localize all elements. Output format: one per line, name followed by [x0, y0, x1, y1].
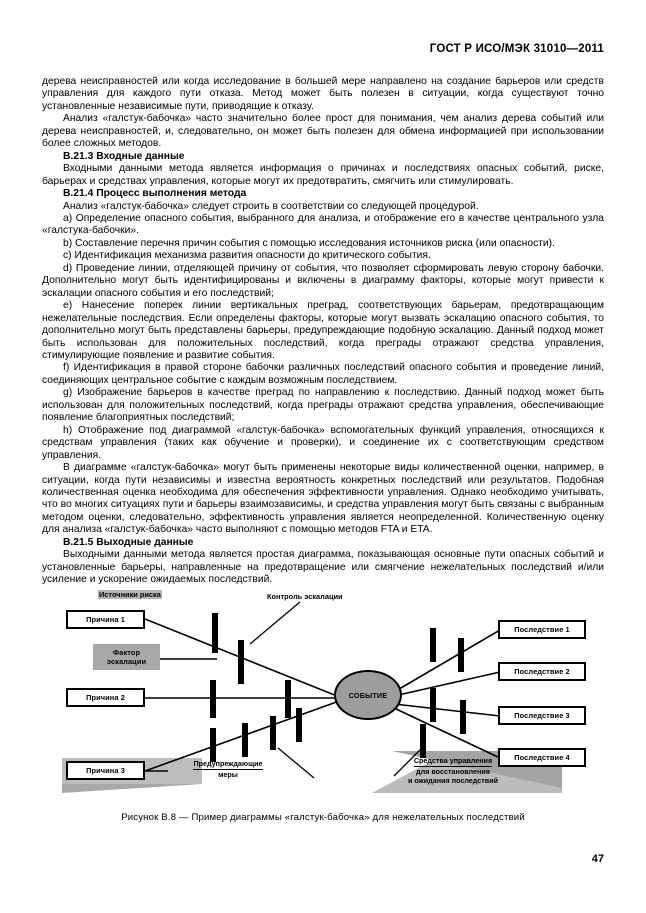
paragraph-procedure-intro: Анализ «галстук-бабочка» следует строить… [63, 200, 479, 212]
paragraph-step-e: e) Нанесение поперек линии вертикальных … [42, 300, 604, 361]
heading-b-21-3: В.21.3 Входные данные [63, 150, 185, 162]
cause-box-3: Причина 3 [66, 761, 145, 780]
figure-caption: Рисунок В.8 — Пример диаграммы «галстук-… [121, 812, 525, 823]
central-event-node: СОБЫТИЕ [334, 670, 402, 720]
paragraph-step-b: b) Составление перечня причин события с … [63, 237, 555, 249]
recovery-controls-label: Средства управления для восстановления и… [373, 756, 533, 786]
consequence-box-2-label: Последствие 2 [514, 667, 570, 676]
barrier-bar-left-4 [285, 680, 291, 718]
source-of-risk-label: Источники риска [98, 590, 162, 599]
preventive-measures-label: Предупреждающие меры [173, 759, 283, 779]
paragraph-continuation: дерева неисправностей или когда исследов… [42, 76, 604, 112]
cause-box-3-label: Причина 3 [86, 766, 125, 775]
consequence-box-3: Последствие 3 [498, 706, 586, 725]
cause-box-2: Причина 2 [66, 688, 145, 707]
barrier-bar-right-3 [430, 688, 436, 722]
page-header: ГОСТ Р ИСО/МЭК 31010—2011 [429, 43, 604, 55]
paragraph-step-f: f) Идентификация в правой стороне бабочк… [42, 362, 604, 386]
heading-b-21-5: В.21.5 Выходные данные [63, 536, 194, 548]
preventive-measures-label-line2: меры [218, 769, 238, 779]
line-event-to-consequence3 [393, 703, 501, 717]
figure-bowtie-diagram: Источники риска Контроль эскалации Причи… [42, 588, 604, 818]
page-number: 47 [591, 853, 604, 865]
escalation-control-label: Контроль эскалации [267, 592, 343, 601]
escalation-factor-label-line2: эскалации [106, 657, 147, 666]
preventive-measures-label-line1: Предупреждающие [193, 759, 263, 770]
barrier-bar-right-5 [420, 724, 426, 758]
consequence-box-4-label: Последствие 4 [514, 753, 570, 762]
line-event-to-consequence1 [393, 629, 501, 693]
line-event-to-consequence4 [393, 707, 501, 759]
barrier-bar-left-1 [212, 613, 218, 653]
shade-left-tail [62, 784, 202, 793]
paragraph-quantitative: В диаграмме «галстук-бабочка» могут быть… [42, 462, 604, 536]
consequence-box-2: Последствие 2 [498, 662, 586, 681]
consequence-box-1: Последствие 1 [498, 620, 586, 639]
leader-recovery-controls [393, 747, 423, 777]
recovery-controls-label-line1: Средства управления [413, 756, 493, 767]
cause-box-1: Причина 1 [66, 610, 145, 629]
barrier-bar-left-5 [210, 728, 216, 762]
leader-preventive-measures [277, 747, 315, 779]
barrier-bar-right-1 [430, 628, 436, 662]
escalation-factor-label-line1: Фактор [112, 648, 141, 657]
barrier-bar-right-2 [458, 638, 464, 672]
escalation-factor-box: Фактор эскалации [93, 644, 160, 670]
line-event-to-consequence2 [393, 671, 501, 697]
paragraph-output-data: Выходными данными метода является проста… [42, 549, 604, 586]
barrier-bar-left-2 [238, 640, 244, 684]
cause-box-2-label: Причина 2 [86, 693, 125, 702]
barrier-bar-left-8 [296, 708, 302, 742]
recovery-controls-label-line2: для восстановления [416, 766, 490, 776]
leader-escalation-control [249, 601, 301, 645]
consequence-box-1-label: Последствие 1 [514, 625, 570, 634]
paragraph-input-data: Входными данными метода является информа… [42, 163, 604, 187]
recovery-controls-label-line3: и ожидания последствий [407, 776, 499, 785]
body-text: дерева неисправностей или когда исследов… [42, 76, 604, 587]
paragraph-bowtie-simpler: Анализ «галстук-бабочка» часто значитель… [42, 113, 604, 150]
paragraph-step-g: g) Изображение барьеров в качестве прегр… [42, 387, 604, 424]
barrier-bar-left-6 [242, 723, 248, 757]
barrier-bar-left-3 [210, 680, 216, 718]
heading-b-21-4: В.21.4 Процесс выполнения метода [63, 188, 247, 200]
consequence-box-3-label: Последствие 3 [514, 711, 570, 720]
barrier-bar-right-4 [460, 700, 466, 734]
central-event-label: СОБЫТИЕ [348, 690, 388, 700]
paragraph-step-a: a) Определение опасного события, выбранн… [42, 212, 604, 237]
paragraph-step-c: c) Идентификация механизма развития опас… [63, 250, 431, 262]
paragraph-step-d: d) Проведение линии, отделяющей причину … [42, 262, 604, 299]
consequence-box-4: Последствие 4 [498, 748, 586, 767]
paragraph-step-h: h) Отображение под диаграммой «галстук-б… [42, 424, 604, 461]
cause-box-1-label: Причина 1 [86, 615, 125, 624]
barrier-bar-left-7 [270, 716, 276, 750]
